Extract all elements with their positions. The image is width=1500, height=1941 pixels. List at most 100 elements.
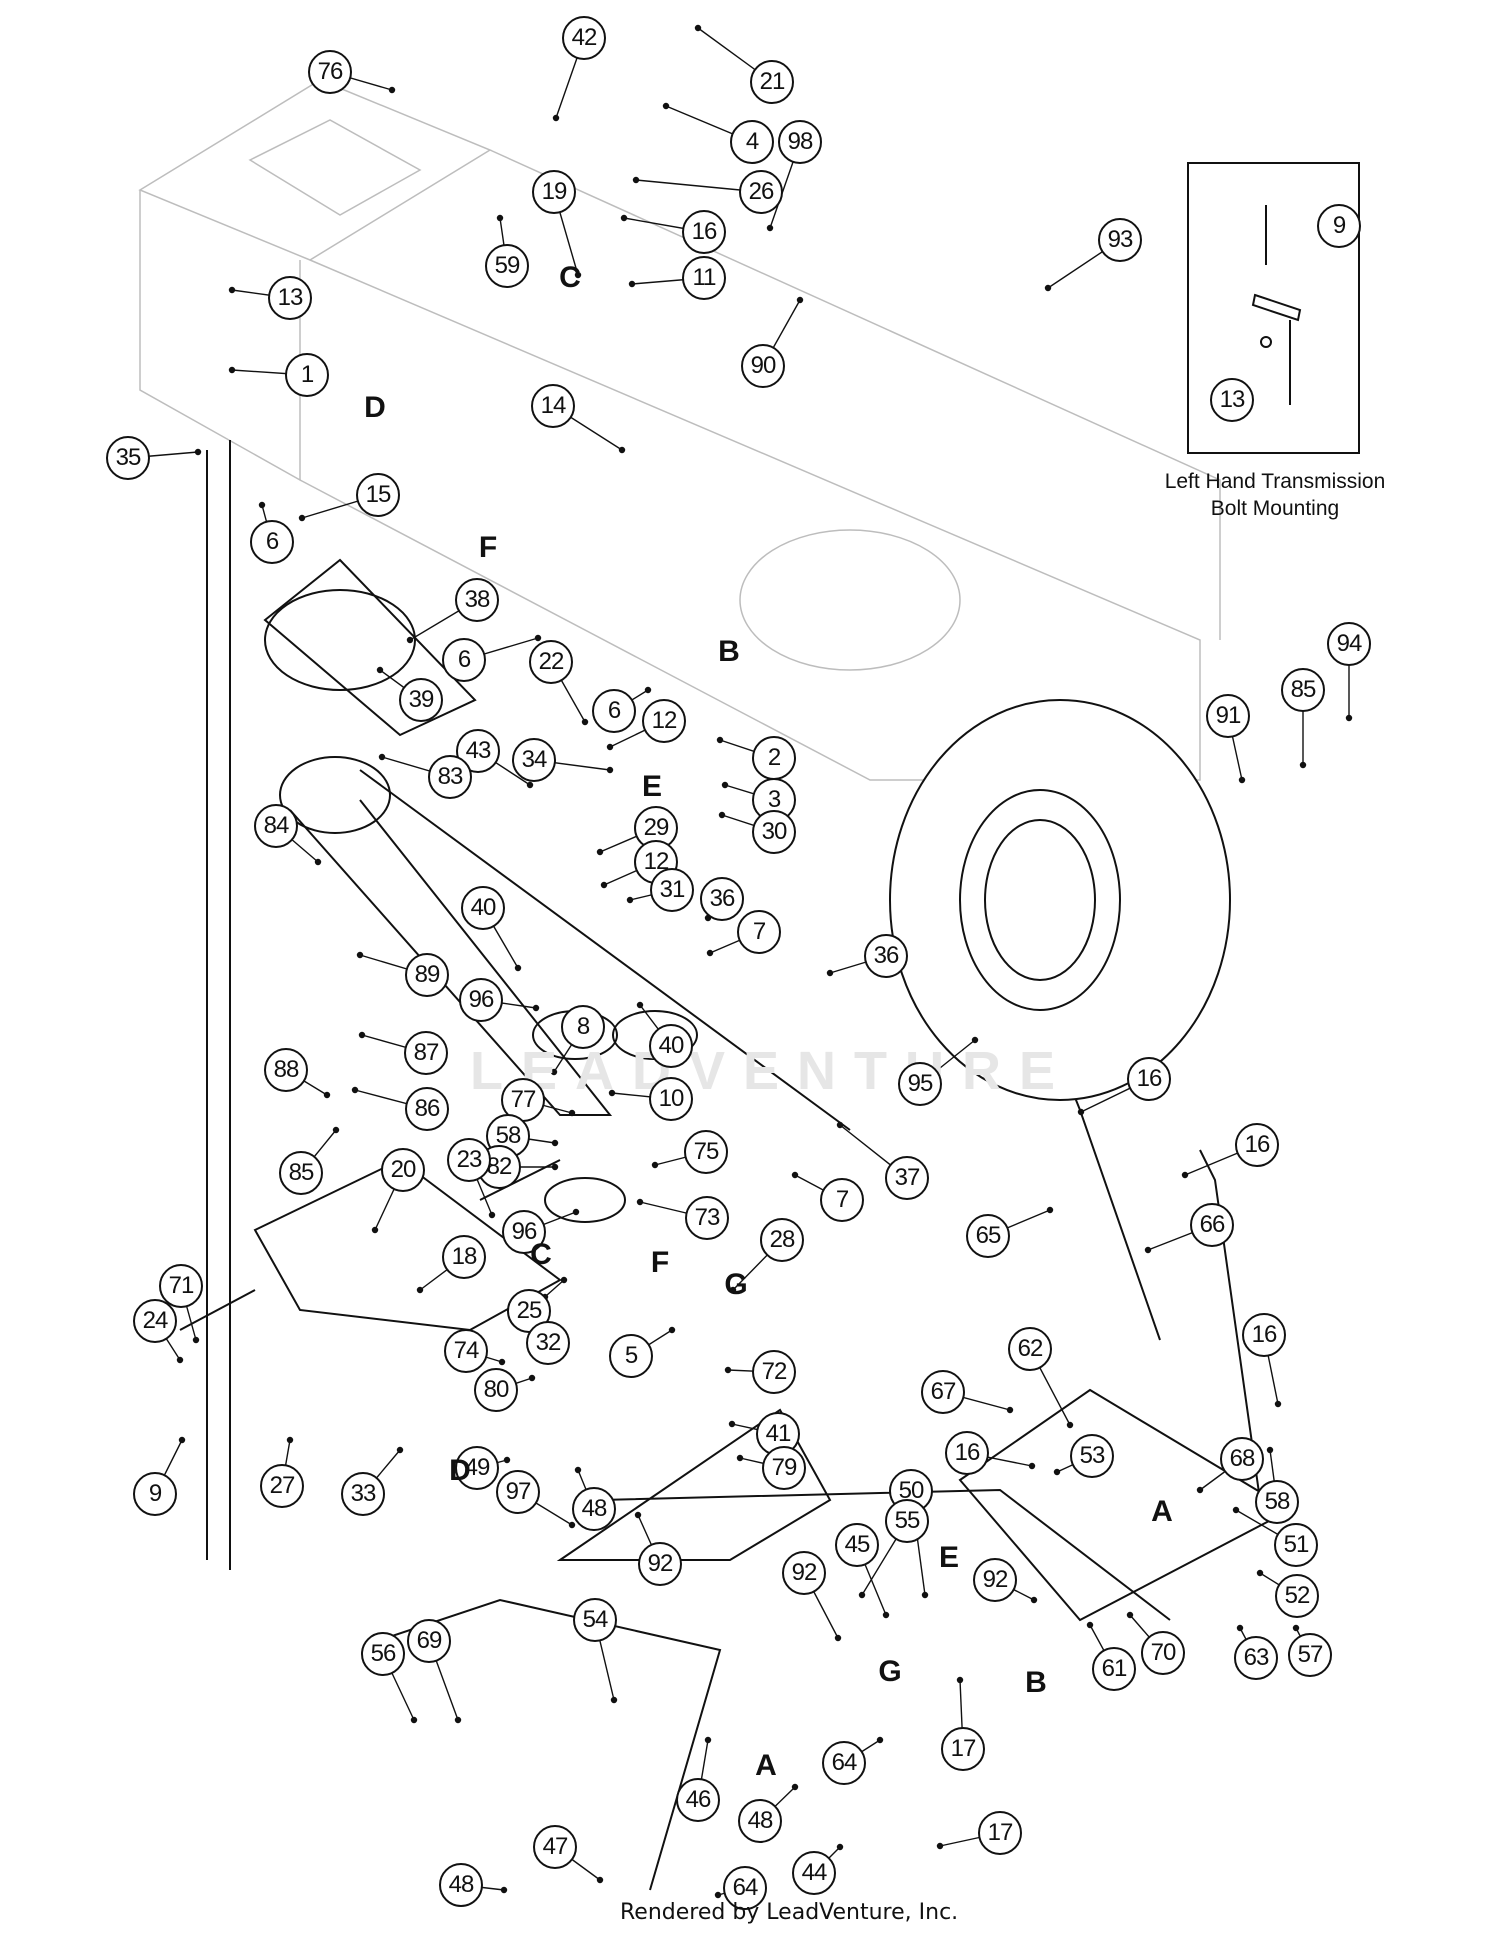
callout-40[interactable]: 40 [461, 886, 505, 930]
callout-95[interactable]: 95 [898, 1062, 942, 1106]
callout-38[interactable]: 38 [455, 578, 499, 622]
callout-17[interactable]: 17 [941, 1727, 985, 1771]
callout-43[interactable]: 43 [456, 729, 500, 773]
callout-6[interactable]: 6 [592, 689, 636, 733]
callout-48[interactable]: 48 [439, 1863, 483, 1907]
callout-26[interactable]: 26 [739, 170, 783, 214]
callout-25[interactable]: 25 [507, 1289, 551, 1333]
callout-96[interactable]: 96 [459, 978, 503, 1022]
callout-6[interactable]: 6 [250, 520, 294, 564]
callout-21[interactable]: 21 [750, 60, 794, 104]
callout-53[interactable]: 53 [1070, 1434, 1114, 1478]
callout-48[interactable]: 48 [572, 1487, 616, 1531]
callout-47[interactable]: 47 [533, 1825, 577, 1869]
callout-49[interactable]: 49 [455, 1446, 499, 1490]
callout-70[interactable]: 70 [1141, 1631, 1185, 1675]
callout-67[interactable]: 67 [921, 1370, 965, 1414]
callout-7[interactable]: 7 [820, 1178, 864, 1222]
callout-1[interactable]: 1 [285, 353, 329, 397]
callout-87[interactable]: 87 [404, 1031, 448, 1075]
callout-16[interactable]: 16 [1127, 1057, 1171, 1101]
callout-91[interactable]: 91 [1206, 694, 1250, 738]
callout-75[interactable]: 75 [684, 1130, 728, 1174]
callout-23[interactable]: 23 [447, 1138, 491, 1182]
callout-13[interactable]: 13 [268, 276, 312, 320]
callout-62[interactable]: 62 [1008, 1327, 1052, 1371]
callout-63[interactable]: 63 [1234, 1636, 1278, 1680]
callout-80[interactable]: 80 [474, 1368, 518, 1412]
callout-64[interactable]: 64 [723, 1866, 767, 1910]
callout-56[interactable]: 56 [361, 1632, 405, 1676]
callout-83[interactable]: 83 [428, 755, 472, 799]
callout-64[interactable]: 64 [822, 1741, 866, 1785]
callout-90[interactable]: 90 [741, 344, 785, 388]
callout-16[interactable]: 16 [945, 1431, 989, 1475]
callout-89[interactable]: 89 [405, 953, 449, 997]
callout-52[interactable]: 52 [1275, 1574, 1319, 1618]
callout-84[interactable]: 84 [254, 804, 298, 848]
callout-51[interactable]: 51 [1274, 1523, 1318, 1567]
callout-93[interactable]: 93 [1098, 218, 1142, 262]
callout-74[interactable]: 74 [444, 1329, 488, 1373]
callout-85[interactable]: 85 [279, 1151, 323, 1195]
callout-94[interactable]: 94 [1327, 622, 1371, 666]
callout-35[interactable]: 35 [106, 436, 150, 480]
callout-16[interactable]: 16 [1235, 1123, 1279, 1167]
callout-12[interactable]: 12 [642, 699, 686, 743]
callout-11[interactable]: 11 [682, 256, 726, 300]
callout-7[interactable]: 7 [737, 910, 781, 954]
callout-72[interactable]: 72 [752, 1350, 796, 1394]
callout-39[interactable]: 39 [399, 678, 443, 722]
callout-73[interactable]: 73 [685, 1196, 729, 1240]
callout-44[interactable]: 44 [792, 1851, 836, 1895]
callout-22[interactable]: 22 [529, 640, 573, 684]
callout-69[interactable]: 69 [407, 1619, 451, 1663]
callout-9[interactable]: 9 [133, 1472, 177, 1516]
callout-14[interactable]: 14 [531, 384, 575, 428]
callout-5[interactable]: 5 [609, 1334, 653, 1378]
callout-45[interactable]: 45 [835, 1523, 879, 1567]
inset-callout-13[interactable]: 13 [1210, 378, 1254, 422]
callout-18[interactable]: 18 [442, 1235, 486, 1279]
callout-92[interactable]: 92 [638, 1542, 682, 1586]
callout-66[interactable]: 66 [1190, 1203, 1234, 1247]
callout-55[interactable]: 55 [885, 1499, 929, 1543]
callout-96[interactable]: 96 [502, 1210, 546, 1254]
callout-33[interactable]: 33 [341, 1472, 385, 1516]
callout-57[interactable]: 57 [1288, 1633, 1332, 1677]
callout-36[interactable]: 36 [864, 934, 908, 978]
callout-46[interactable]: 46 [676, 1778, 720, 1822]
callout-10[interactable]: 10 [649, 1077, 693, 1121]
inset-callout-9[interactable]: 9 [1317, 204, 1361, 248]
callout-37[interactable]: 37 [885, 1156, 929, 1200]
callout-27[interactable]: 27 [260, 1464, 304, 1508]
callout-40[interactable]: 40 [649, 1024, 693, 1068]
callout-2[interactable]: 2 [752, 736, 796, 780]
callout-24[interactable]: 24 [133, 1299, 177, 1343]
callout-30[interactable]: 30 [752, 810, 796, 854]
callout-92[interactable]: 92 [782, 1551, 826, 1595]
callout-19[interactable]: 19 [532, 170, 576, 214]
callout-92[interactable]: 92 [973, 1558, 1017, 1602]
callout-20[interactable]: 20 [381, 1148, 425, 1192]
callout-97[interactable]: 97 [496, 1470, 540, 1514]
callout-88[interactable]: 88 [264, 1048, 308, 1092]
callout-8[interactable]: 8 [561, 1005, 605, 1049]
callout-65[interactable]: 65 [966, 1214, 1010, 1258]
callout-16[interactable]: 16 [682, 210, 726, 254]
callout-86[interactable]: 86 [405, 1087, 449, 1131]
callout-68[interactable]: 68 [1220, 1437, 1264, 1481]
callout-15[interactable]: 15 [356, 473, 400, 517]
callout-17[interactable]: 17 [978, 1811, 1022, 1855]
callout-34[interactable]: 34 [512, 738, 556, 782]
callout-48[interactable]: 48 [738, 1799, 782, 1843]
callout-28[interactable]: 28 [760, 1218, 804, 1262]
callout-61[interactable]: 61 [1092, 1647, 1136, 1691]
callout-59[interactable]: 59 [485, 244, 529, 288]
callout-42[interactable]: 42 [562, 16, 606, 60]
callout-6[interactable]: 6 [442, 638, 486, 682]
callout-32[interactable]: 32 [526, 1321, 570, 1365]
callout-58[interactable]: 58 [1255, 1480, 1299, 1524]
callout-71[interactable]: 71 [159, 1264, 203, 1308]
callout-98[interactable]: 98 [778, 120, 822, 164]
